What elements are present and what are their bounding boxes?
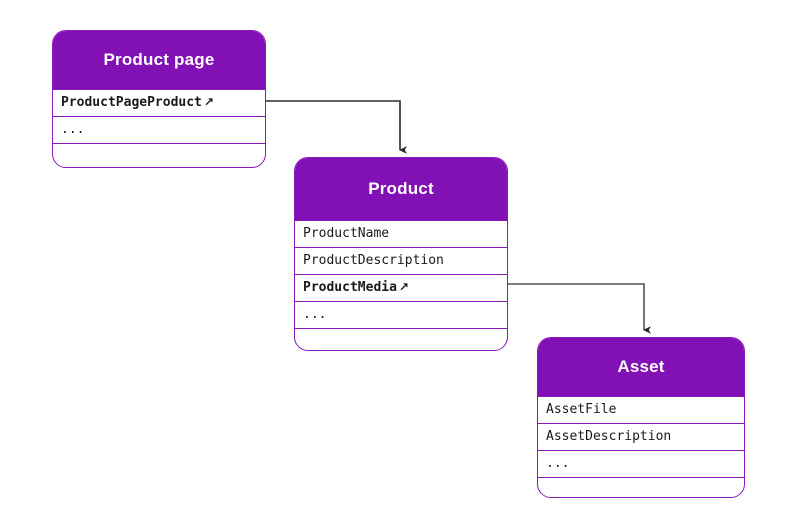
entity-title-product: Product — [295, 158, 507, 220]
entity-field-productpageproduct[interactable]: ProductPageProduct↗ — [53, 89, 265, 116]
entity-field-ellipsis[interactable]: ... — [295, 301, 507, 328]
entity-fields-product-page: ProductPageProduct↗ ... — [53, 89, 265, 167]
connector-product-to-asset — [508, 283, 652, 334]
entity-fields-asset: AssetFile AssetDescription ... — [538, 396, 744, 497]
entity-field-label: ProductPageProduct — [61, 95, 202, 110]
entity-field-assetfile[interactable]: AssetFile — [538, 396, 744, 423]
entity-field-label: AssetFile — [546, 402, 617, 417]
entity-asset[interactable]: Asset AssetFile AssetDescription ... — [537, 337, 745, 498]
external-link-icon: ↗ — [398, 280, 409, 294]
entity-title-asset: Asset — [538, 338, 744, 396]
entity-field-label: ProductMedia — [303, 280, 397, 295]
entity-field-empty — [538, 477, 744, 497]
entity-field-empty — [295, 328, 507, 350]
entity-field-empty — [53, 143, 265, 167]
entity-field-label: ProductName — [303, 226, 390, 241]
entity-fields-product: ProductName ProductDescription ProductMe… — [295, 220, 507, 350]
connector-product-page-to-product — [266, 100, 408, 154]
entity-product[interactable]: Product ProductName ProductDescription P… — [294, 157, 508, 351]
entity-field-productmedia[interactable]: ProductMedia↗ — [295, 274, 507, 301]
entity-field-label: ... — [546, 456, 570, 471]
entity-title-product-page: Product page — [53, 31, 265, 89]
entity-field-label: ... — [303, 307, 327, 322]
entity-field-label: ... — [61, 122, 85, 137]
external-link-icon: ↗ — [203, 95, 214, 109]
entity-field-label: ProductDescription — [303, 253, 444, 268]
entity-product-page[interactable]: Product page ProductPageProduct↗ ... — [52, 30, 266, 168]
entity-field-ellipsis[interactable]: ... — [53, 116, 265, 143]
entity-field-productname[interactable]: ProductName — [295, 220, 507, 247]
entity-field-assetdescription[interactable]: AssetDescription — [538, 423, 744, 450]
entity-field-label: AssetDescription — [546, 429, 672, 444]
entity-field-productdescription[interactable]: ProductDescription — [295, 247, 507, 274]
entity-field-ellipsis[interactable]: ... — [538, 450, 744, 477]
